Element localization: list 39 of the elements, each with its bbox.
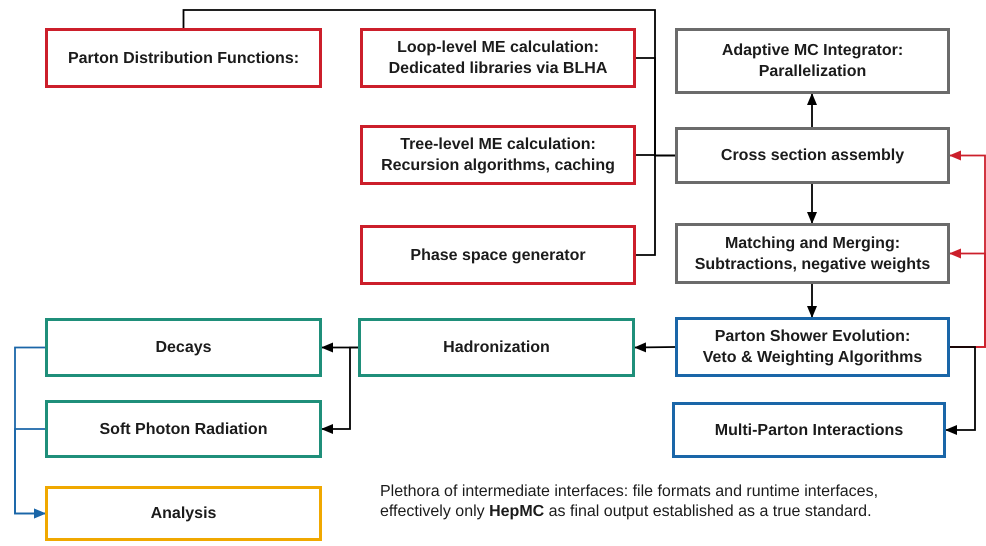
process-box — [675, 28, 950, 94]
box-label: Dedicated libraries via BLHA — [388, 59, 608, 79]
process-box — [672, 402, 946, 458]
process-box — [360, 225, 636, 285]
connector-arrow — [807, 284, 817, 318]
box-label: Soft Photon Radiation — [100, 420, 268, 440]
process-box — [360, 28, 636, 88]
connector-arrow — [321, 346, 358, 434]
process-box — [45, 400, 322, 458]
box-label: Analysis — [150, 504, 216, 524]
note-text: Plethora of intermediate interfaces: file formats and runtime interfaces, effectively only HepMC as final output established as a true standard. — [380, 482, 880, 522]
box-label: Adaptive MC Integrator: — [722, 41, 904, 61]
box-label: Cross section assembly — [720, 146, 904, 166]
box-label: Recursion algorithms, caching — [381, 156, 615, 176]
box-label: Matching and Merging: — [724, 234, 900, 254]
box-label: Parton Distribution Functions: — [68, 48, 300, 68]
box-label: Hadronization — [443, 338, 550, 358]
box-label: Veto & Weighting Algorithms — [702, 348, 922, 368]
process-box — [45, 28, 322, 88]
box-label: Parton Shower Evolution: — [714, 327, 910, 347]
connector-arrow — [807, 184, 817, 224]
box-label: Decays — [155, 338, 212, 358]
process-box — [675, 223, 950, 284]
process-box — [360, 125, 636, 185]
process-box — [358, 318, 635, 377]
box-label: Tree-level ME calculation: — [400, 135, 596, 155]
box-label: Parallelization — [758, 62, 866, 82]
connector-arrow — [945, 346, 976, 435]
process-box — [45, 486, 322, 541]
process-box — [675, 317, 950, 377]
process-box — [45, 318, 322, 377]
box-label: Multi-Parton Interactions — [714, 420, 904, 440]
box-label: Phase space generator — [410, 246, 586, 266]
connector-arrow — [807, 93, 817, 127]
connector-arrow — [634, 342, 676, 352]
process-box — [675, 127, 950, 184]
box-label: Subtractions, negative weights — [694, 254, 930, 274]
box-label: Loop-level ME calculation: — [397, 38, 599, 58]
connector-arrow — [14, 428, 46, 518]
